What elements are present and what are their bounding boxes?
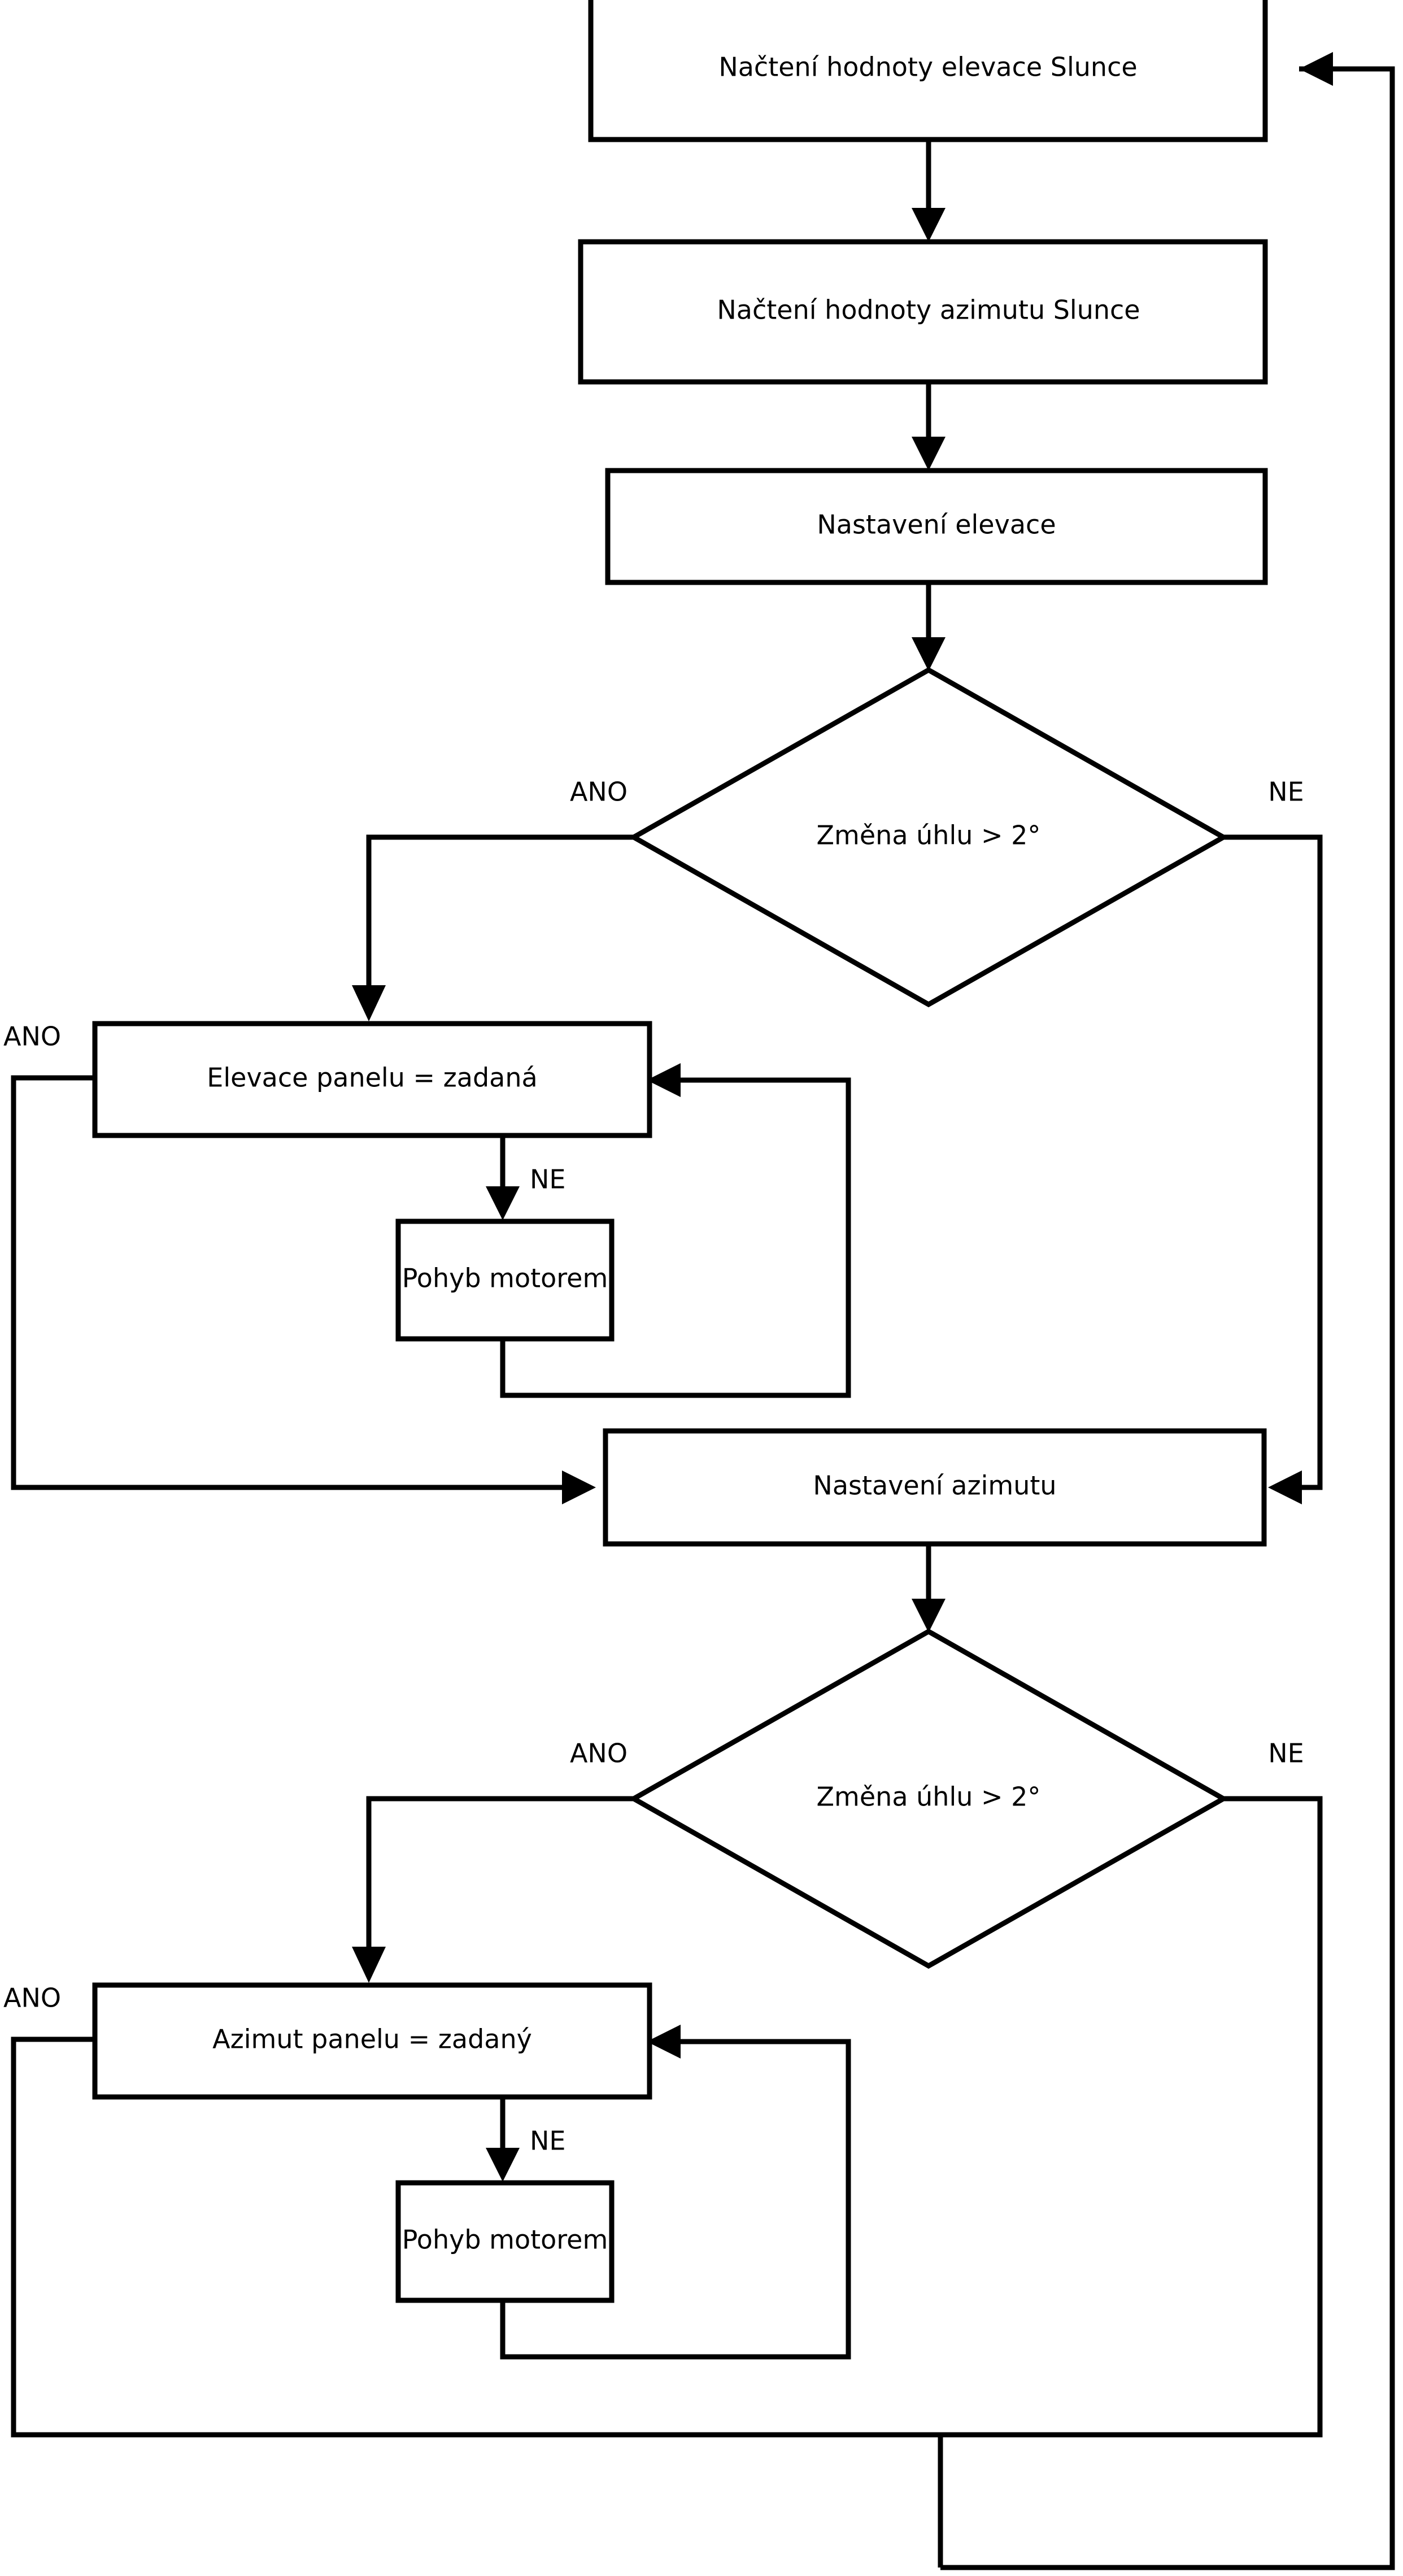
connector-motor-azim-loopback — [500, 2039, 851, 2360]
arrowhead-panel-azim-no — [486, 2148, 520, 2182]
connector-decision-azim-no — [938, 1796, 1323, 2568]
connector-decision-azim-yes — [366, 1796, 646, 1950]
edge-label-decision-azim-no: NE — [1268, 1738, 1304, 1769]
connector-motor-elev-loopback — [500, 1077, 851, 1398]
edge-label-panel-azim-no: NE — [530, 2126, 565, 2156]
edge-label-decision-elev-yes: ANO — [570, 777, 628, 807]
arrowhead-global-feedback — [1299, 52, 1333, 86]
arrowhead-read-azim-to-set-elev — [912, 437, 945, 471]
arrowhead-panel-elev-yes — [562, 1470, 596, 1504]
arrowhead-set-azim-to-decision — [912, 1599, 945, 1633]
arrowhead-panel-elev-no — [486, 1186, 520, 1220]
edge-label-decision-azim-yes: ANO — [570, 1738, 628, 1769]
node-decision-azimuth-diamond[interactable] — [628, 1628, 1229, 1969]
node-motor-azimuth-label: Pohyb motorem — [402, 2225, 608, 2255]
node-panel-azimuth-label: Azimut panelu = zadaný — [212, 2024, 532, 2055]
edge-label-decision-elev-no: NE — [1268, 777, 1304, 807]
node-panel-azimuth-box[interactable] — [92, 1982, 652, 2100]
node-decision-elevation-label: Změna úhlu > 2° — [817, 820, 1041, 851]
node-set-elevation-box[interactable] — [605, 468, 1268, 585]
arrowhead-read-elev-to-read-azim — [912, 208, 945, 242]
connector-panel-azim-yes — [11, 2037, 940, 2438]
node-motor-elevation-label: Pohyb motorem — [402, 1263, 608, 1294]
node-motor-elevation-box[interactable] — [395, 1219, 615, 1342]
node-decision-elevation-diamond[interactable] — [628, 667, 1229, 1008]
edge-label-panel-elev-yes: ANO — [3, 1021, 61, 1052]
arrowhead-motor-azim-loopback — [647, 2025, 681, 2059]
node-set-azimuth-box[interactable] — [603, 1428, 1267, 1547]
connector-global-feedback — [940, 66, 1395, 2570]
node-read-elevation-box[interactable] — [588, 0, 1268, 142]
edge-label-panel-azim-yes: ANO — [3, 1983, 61, 2013]
connector-panel-elev-yes — [11, 1075, 565, 1490]
node-set-azimuth-label: Nastavení azimutu — [813, 1470, 1056, 1501]
node-read-azimuth-box[interactable] — [578, 239, 1268, 385]
node-panel-elevation-box[interactable] — [92, 1021, 652, 1138]
node-read-elevation-label: Načtení hodnoty elevace Slunce — [718, 52, 1137, 82]
edge-label-panel-elev-no: NE — [530, 1164, 565, 1195]
node-set-elevation-label: Nastavení elevace — [817, 510, 1056, 540]
connector-decision-elev-yes — [366, 834, 646, 989]
arrowhead-decision-elev-yes — [352, 985, 386, 1021]
node-panel-elevation-label: Elevace panelu = zadaná — [207, 1063, 537, 1093]
arrowhead-set-elev-to-decision — [912, 637, 945, 671]
node-decision-azimuth-label: Změna úhlu > 2° — [817, 1782, 1041, 1812]
node-motor-azimuth-box[interactable] — [395, 2180, 615, 2303]
node-read-azimuth-label: Načtení hodnoty azimutu Slunce — [717, 295, 1140, 325]
arrowhead-motor-elev-loopback — [647, 1063, 681, 1097]
connector-decision-elev-no — [1211, 834, 1323, 1490]
arrowhead-decision-azim-yes — [352, 1947, 386, 1983]
arrowhead-decision-elev-no — [1268, 1470, 1302, 1504]
